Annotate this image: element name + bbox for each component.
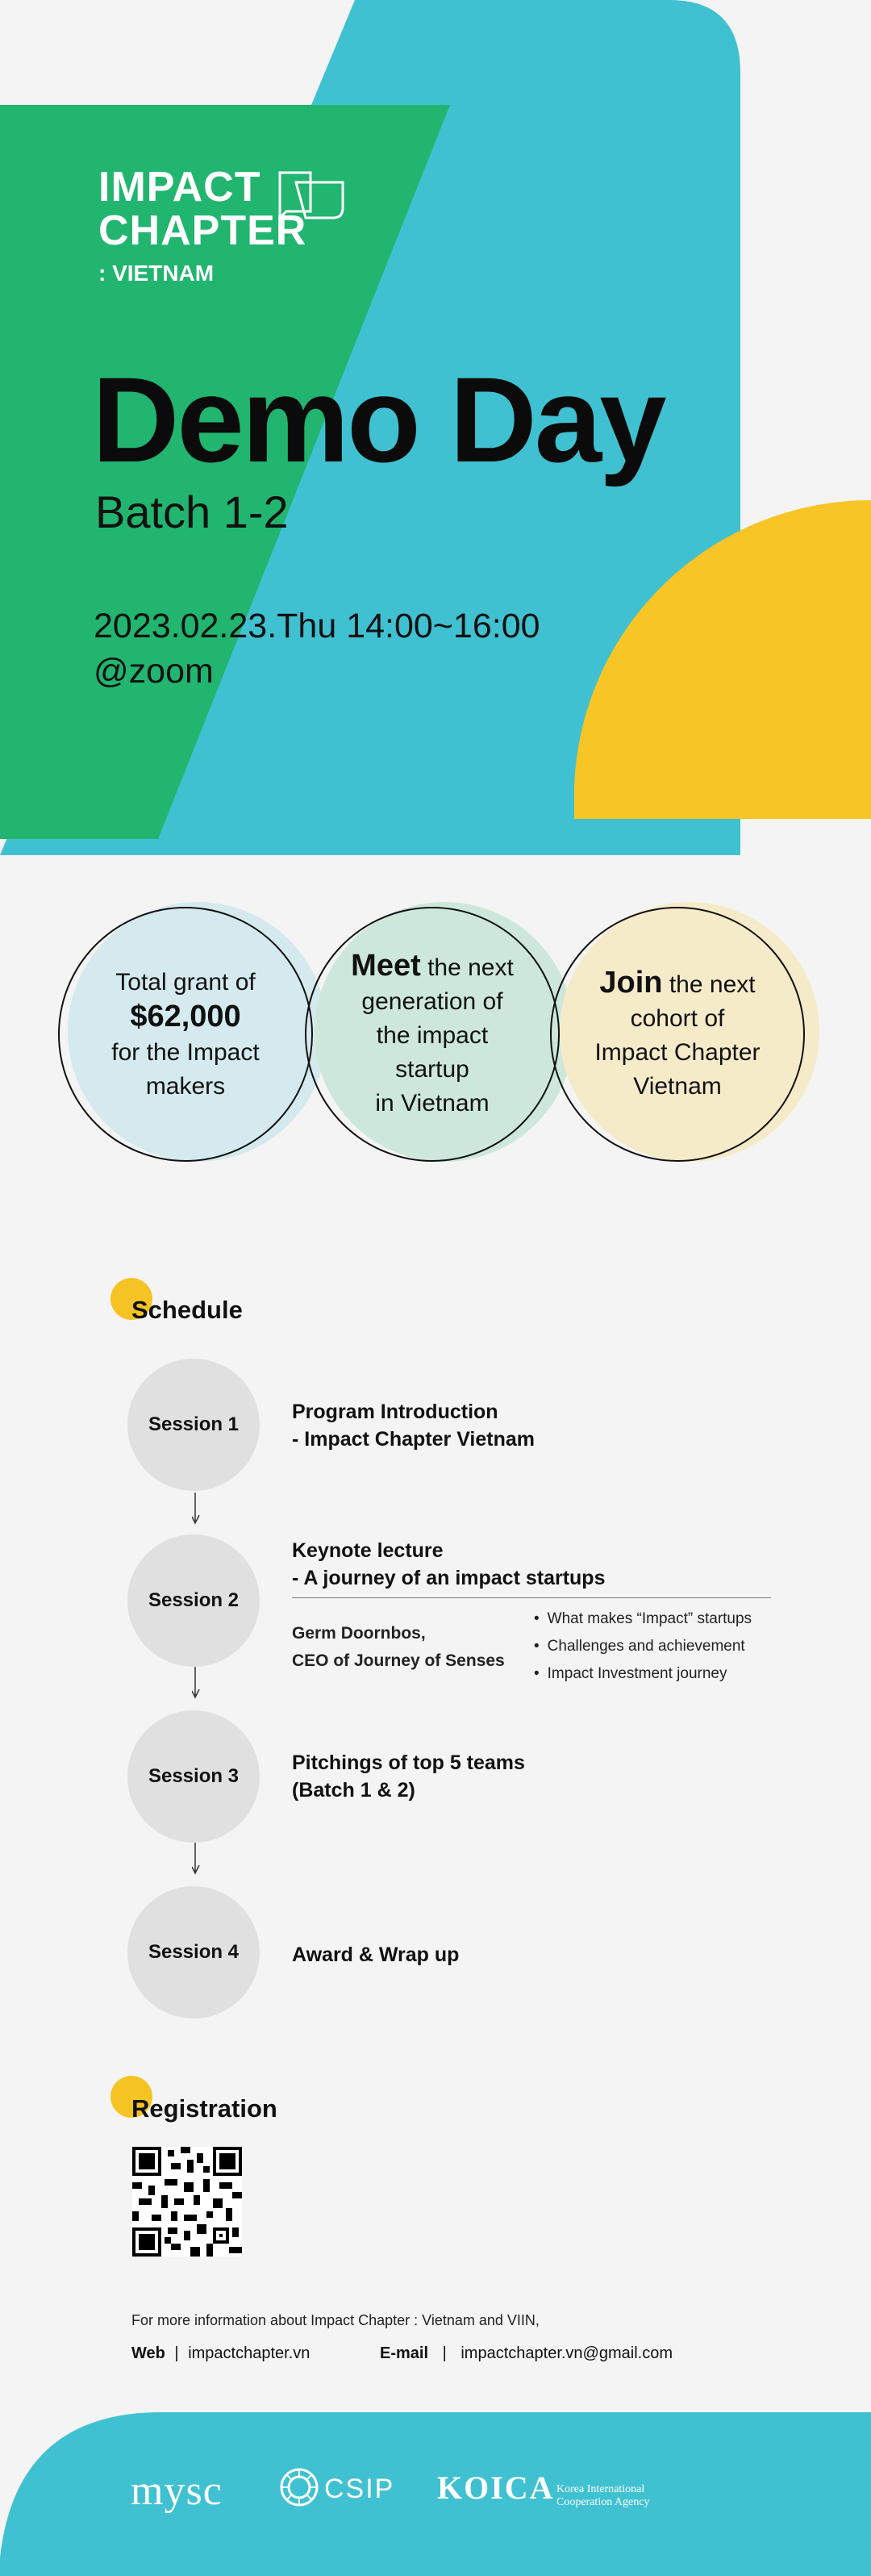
session-3-line-1: Pitchings of top 5 teams [292,1751,525,1774]
session-2-divider [292,1597,771,1598]
schedule-title: Schedule [131,1296,243,1324]
email-label: E-mail [380,2344,429,2362]
meet-text-1: the next [420,954,514,981]
koica-sub-line-1: Korea International [556,2483,645,2495]
web-separator: | [174,2344,179,2362]
join-text-4: Vietnam [633,1072,722,1100]
topic-item: Impact Investment journey [534,1660,752,1688]
meet-text-3: the impact [376,1021,489,1049]
session-1-circle: Session 1 [127,1359,260,1491]
grant-post: for the Impact makers [111,1038,260,1100]
session-3-title: Pitchings of top 5 teams (Batch 1 & 2) [292,1749,525,1804]
email-link[interactable]: impactchapter.vn@gmail.com [461,2344,673,2362]
speaker-title: CEO of Journey of Senses [292,1651,505,1670]
hero-background [0,0,871,855]
join-text-2: cohort of [630,1004,725,1032]
more-info-text: For more information about Impact Chapte… [131,2312,540,2328]
session-2-line-2: - A journey of an impact startups [292,1567,606,1589]
event-date-time: 2023.02.23.Thu 14:00~16:00 [94,607,540,645]
event-datetime: 2023.02.23.Thu 14:00~16:00 @zoom [94,603,540,694]
email-contact: E-mail | impactchapter.vn@gmail.com [380,2344,673,2363]
batch-label: Batch 1-2 [95,486,289,537]
session-2-topics: What makes “Impact” startups Challenges … [534,1605,752,1688]
logo-line-1: IMPACT [98,164,261,211]
chat-bubbles-icon [278,171,344,221]
registration-title: Registration [131,2094,277,2123]
session-4-circle: Session 4 [127,1886,260,2019]
mysc-logo: mysc [131,2468,223,2514]
session-4-title: Award & Wrap up [292,1943,460,1966]
csip-emblem-icon [280,2468,319,2507]
highlight-meet: Meet the next generation of the impact s… [305,902,574,1162]
email-separator: | [442,2344,447,2362]
koica-sub-line-2: Cooperation Agency [556,2496,650,2508]
topic-item: What makes “Impact” startups [534,1605,752,1633]
sponsor-footer [0,2412,871,2576]
web-contact: Web | impactchapter.vn [131,2344,310,2363]
highlight-text: Total grant of $62,000 for the Impact ma… [58,907,313,1162]
logo-line-3: : VIETNAM [98,261,215,286]
grant-pre: Total grant of [115,968,256,996]
yellow-shape [574,499,871,819]
registration-dot [110,2076,152,2118]
highlight-text: Join the next cohort of Impact Chapter V… [550,907,805,1162]
topic-item: Challenges and achievement [534,1633,752,1660]
web-label: Web [131,2344,165,2362]
highlight-grant: Total grant of $62,000 for the Impact ma… [58,902,327,1162]
koica-logo: KOICA [437,2470,555,2506]
session-1-title: Program Introduction - Impact Chapter Vi… [292,1398,535,1453]
koica-subtitle: Korea International Cooperation Agency [556,2483,649,2509]
arrow-down-icon [192,1843,200,1875]
join-text-3: Impact Chapter [594,1038,761,1066]
session-1-line-1: Program Introduction [292,1401,498,1423]
csip-logo: CSIP [324,2474,395,2504]
event-venue: @zoom [94,652,214,691]
meet-text-5: in Vietnam [375,1089,490,1117]
join-bold: Join [599,965,663,1000]
join-text-1: the next [662,971,756,998]
session-1-line-2: - Impact Chapter Vietnam [292,1428,536,1451]
schedule-dot [110,1278,152,1320]
highlight-text: Meet the next generation of the impact s… [305,907,560,1162]
logo-line-2: CHAPTER [98,207,307,254]
impact-chapter-logo: IMPACT CHAPTER : VIETNAM [98,165,306,286]
footer-background [0,2412,871,2576]
highlight-join: Join the next cohort of Impact Chapter V… [550,902,819,1162]
registration-qr-code[interactable] [132,2147,242,2257]
session-2-speaker: Germ Doornbos, CEO of Journey of Senses [292,1620,505,1675]
arrow-down-icon [192,1667,200,1699]
session-2-line-1: Keynote lecture [292,1539,444,1562]
session-2-title: Keynote lecture - A journey of an impact… [292,1537,605,1592]
session-3-circle: Session 3 [127,1710,260,1843]
grant-amount: $62,000 [130,999,241,1033]
meet-bold: Meet [351,948,421,983]
web-link[interactable]: impactchapter.vn [188,2344,310,2362]
arrow-down-icon [192,1493,200,1525]
circle-outline [550,907,805,1162]
speaker-name: Germ Doornbos, [292,1624,426,1643]
meet-text-2: generation of [361,987,503,1015]
session-3-line-2: (Batch 1 & 2) [292,1779,415,1802]
green-shape [0,105,450,839]
meet-text-4: startup [395,1055,469,1083]
event-title: Demo Day [92,352,667,487]
session-2-circle: Session 2 [127,1534,260,1667]
hero-banner: IMPACT CHAPTER : VIETNAM Demo Day Batch … [0,0,871,855]
